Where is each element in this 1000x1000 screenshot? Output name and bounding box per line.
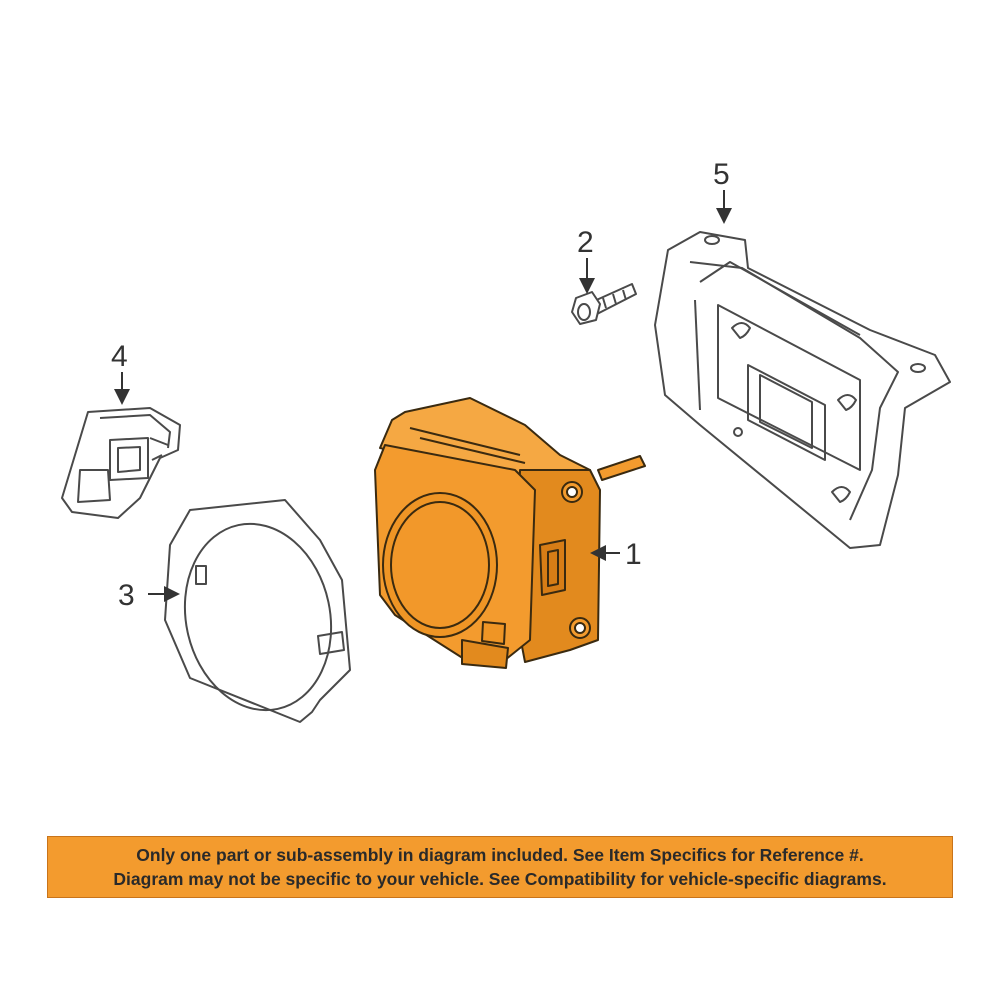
callout-number-3: 3 [118, 579, 135, 612]
callout-number-4: 4 [111, 340, 128, 373]
disclaimer-banner: Only one part or sub-assembly in diagram… [47, 836, 953, 898]
callout-number-5: 5 [713, 158, 730, 191]
callout-number-2: 2 [577, 226, 594, 259]
disclaimer-line-2: Diagram may not be specific to your vehi… [113, 869, 887, 889]
sensor-cover-ring-part [164, 499, 351, 723]
mounting-bracket-part [654, 231, 951, 549]
bolt-part [571, 283, 637, 325]
callout-leaders [114, 190, 732, 602]
disclaimer-line-1: Only one part or sub-assembly in diagram… [136, 845, 864, 865]
callout-number-1: 1 [625, 538, 642, 571]
connector-bracket-part [61, 407, 181, 519]
radar-sensor-module-part [374, 397, 646, 669]
